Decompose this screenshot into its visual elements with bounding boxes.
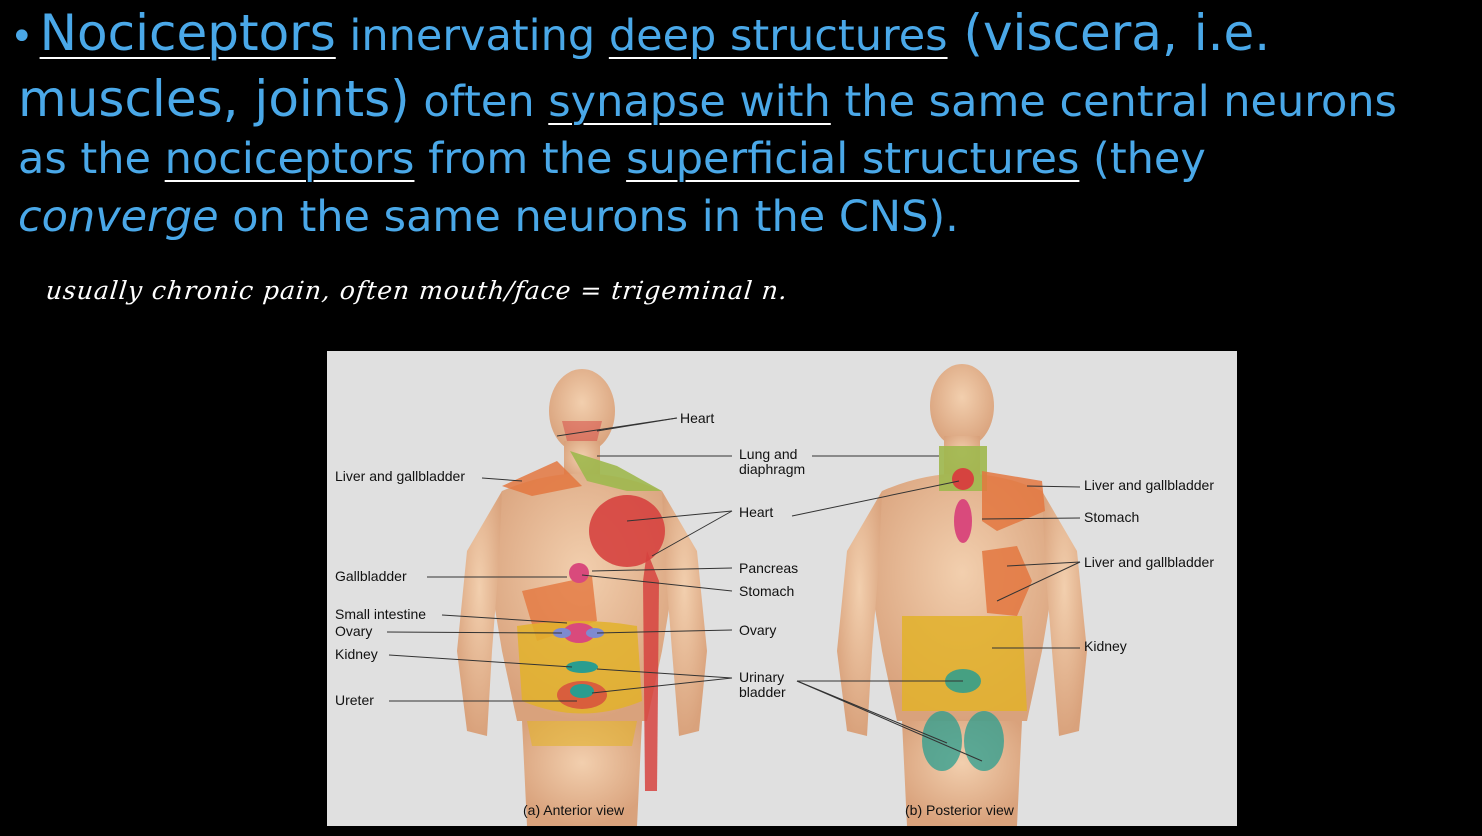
label-ovary-b: Ovary <box>739 622 777 638</box>
text-segment: (viscera, i.e. <box>947 4 1271 62</box>
label-stomach-a: Stomach <box>739 583 795 599</box>
text-segment: (they <box>1079 134 1206 184</box>
text-segment: on the same neurons in the CNS). <box>218 192 959 242</box>
label-gallbladder: Gallbladder <box>335 568 407 584</box>
term-superficial-structures: superficial structures <box>626 134 1080 184</box>
posterior-body <box>837 364 1087 826</box>
text-segment: muscles, joints) <box>18 70 410 128</box>
label-heart: Heart <box>739 504 774 520</box>
label-ureter: Ureter <box>335 692 374 708</box>
label-kidney-a: Kidney <box>335 646 378 662</box>
text-segment: as the <box>18 134 165 184</box>
text-segment: from the <box>414 134 627 184</box>
label-liver-gallbladder-a: Liver and gallbladder <box>335 468 465 484</box>
text-line-1: •Nociceptors innervating deep structures… <box>10 4 1270 62</box>
term-converge: converge <box>18 192 219 242</box>
handwritten-note: usually chronic pain, often mouth/face =… <box>44 276 790 305</box>
bullet: • <box>10 14 34 60</box>
text-line-4: converge on the same neurons in the CNS)… <box>18 192 959 242</box>
text-segment: often <box>409 77 549 127</box>
term-deep-structures: deep structures <box>608 11 948 61</box>
label-lung-diaphragm: Lung and diaphragm <box>739 446 806 477</box>
label-liver-gallbladder-p2: Liver and gallbladder <box>1084 554 1214 570</box>
text-segment: the same central neurons <box>830 77 1397 127</box>
label-heart-top: Heart <box>680 410 715 426</box>
label-liver-gallbladder-p1: Liver and gallbladder <box>1084 477 1214 493</box>
text-line-2: muscles, joints) often synapse with the … <box>18 70 1397 128</box>
term-nociceptors: Nociceptors <box>39 4 336 62</box>
text-segment: innervating <box>335 11 609 61</box>
label-urinary-bladder: Urinary bladder <box>739 669 786 700</box>
text-line-3: as the nociceptors from the superficial … <box>18 134 1206 184</box>
label-small-intestine: Small intestine <box>335 606 427 622</box>
caption-posterior: (b) Posterior view <box>905 802 1014 818</box>
term-synapse-with: synapse with <box>548 77 831 127</box>
label-stomach-p: Stomach <box>1084 509 1140 525</box>
leader-lines <box>386 417 1081 762</box>
label-pancreas: Pancreas <box>739 560 799 576</box>
referred-pain-figure: Liver and gallbladder Gallbladder Small … <box>327 351 1237 826</box>
anterior-body <box>457 369 707 826</box>
caption-anterior: (a) Anterior view <box>523 802 625 818</box>
label-ovary-a: Ovary <box>335 623 373 639</box>
term-nociceptors-2: nociceptors <box>164 134 415 184</box>
body-illustration <box>386 364 1087 826</box>
label-kidney-p: Kidney <box>1084 638 1127 654</box>
